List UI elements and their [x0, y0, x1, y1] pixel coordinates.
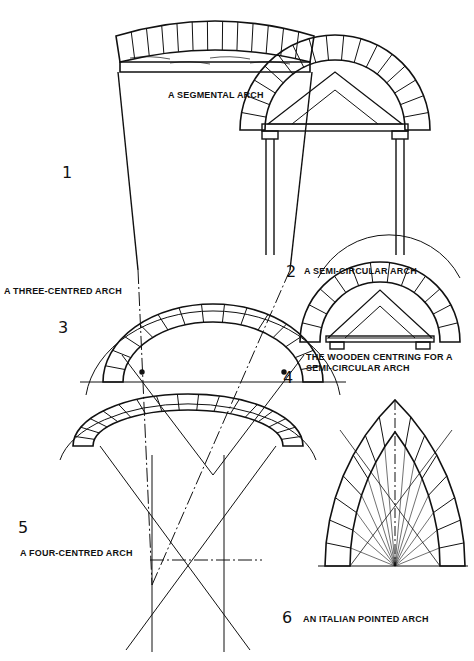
arch-name: A THREE-CENTRED ARCH — [4, 286, 122, 297]
figure-number: 2 — [286, 262, 296, 281]
figure-number: 1 — [62, 163, 72, 182]
centring-joints — [302, 263, 457, 328]
segmental-arch — [116, 21, 314, 585]
arch-name: A SEMI-CIRCULAR ARCH — [304, 266, 417, 277]
arch-name: A SEGMENTAL ARCH — [168, 90, 264, 101]
three-centred-arch — [80, 304, 346, 475]
figure-number: 6 — [282, 608, 292, 627]
figure-number: 4 — [283, 368, 293, 387]
wooden-centring — [300, 235, 460, 349]
arch-name: AN ITALIAN POINTED ARCH — [303, 614, 429, 625]
semicircular-joints — [242, 35, 429, 117]
three-centred-joints — [105, 304, 320, 369]
figure-number: 5 — [18, 518, 28, 537]
arch-name: A FOUR-CENTRED ARCH — [20, 548, 133, 559]
semicircular-arch — [240, 35, 430, 255]
italian-pointed-arch — [318, 400, 468, 566]
arch-name: THE WOODEN CENTRING FOR A SEMI-CIRCULAR … — [306, 352, 466, 374]
four-centred-arch — [60, 394, 316, 652]
pointed-arch-lines — [325, 400, 465, 566]
figure-number: 3 — [58, 318, 68, 337]
four-centred-joints — [75, 394, 301, 439]
